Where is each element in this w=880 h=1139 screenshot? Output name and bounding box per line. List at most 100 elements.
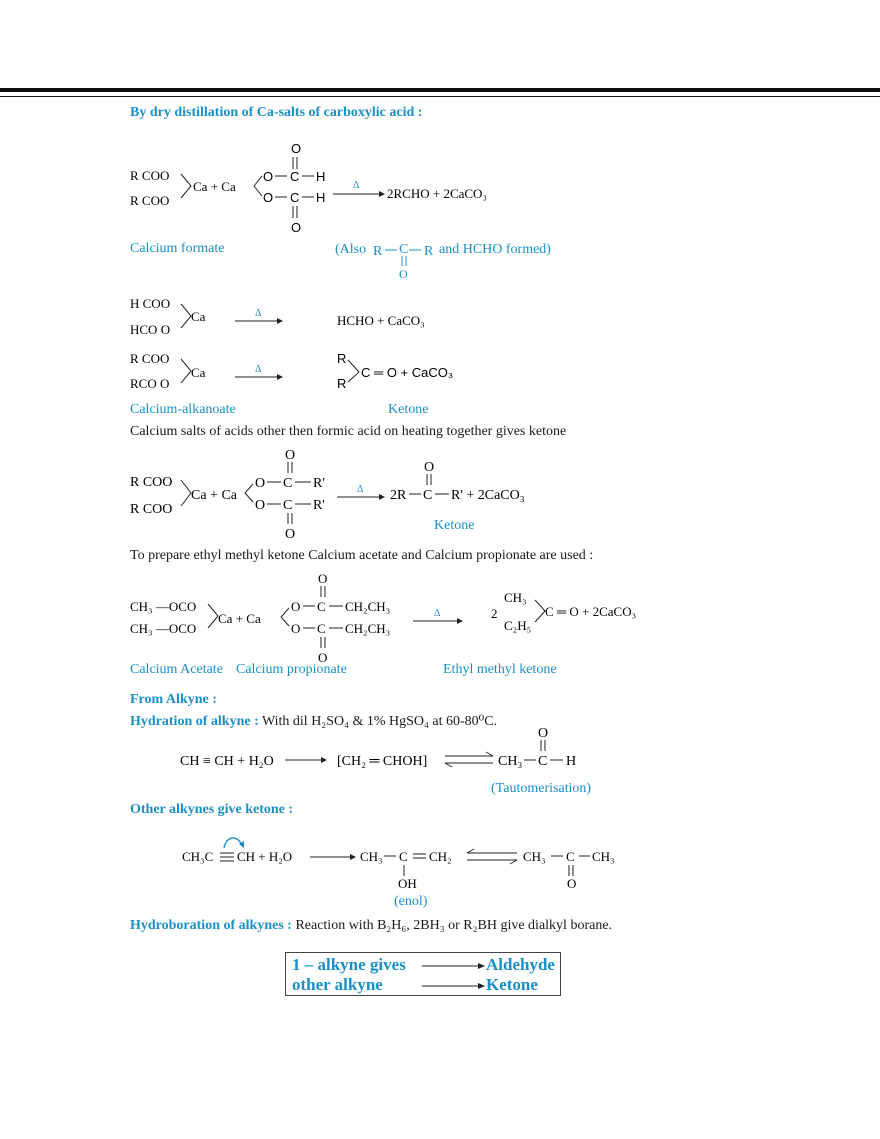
also-o: O <box>399 267 408 280</box>
r4-prod-2r: 2R <box>390 488 407 503</box>
section-heading-from-alkyne: From Alkyne : <box>130 692 217 707</box>
r4-rp2: R' <box>313 498 325 513</box>
r3-top: R COO <box>130 351 169 366</box>
header-rule-thick <box>0 88 880 92</box>
r3-ca: Ca <box>191 365 206 380</box>
also-r1: R <box>373 244 383 259</box>
eq1-intermediate: [CH₂ ═ CHOH] <box>337 754 427 769</box>
r3-r-top: R <box>337 351 346 366</box>
also-r2: R <box>424 244 434 259</box>
r5-o-top: O <box>318 571 327 586</box>
r4-prod-c: C <box>423 488 432 503</box>
hydration-line: Hydration of alkyne : With dil H₂SO₄ & 1… <box>130 713 497 730</box>
r1-top: R COO <box>130 168 169 183</box>
label-calcium-formate: Calcium formate <box>130 241 225 256</box>
r4-o2: O <box>255 498 265 513</box>
r4-delta: Δ <box>357 484 364 495</box>
r1-delta: Δ <box>353 180 360 191</box>
section-heading-other-alkynes: Other alkynes give ketone : <box>130 802 294 817</box>
eq2-mid-oh: OH <box>398 876 417 891</box>
r4-o-top: O <box>285 448 295 463</box>
eq2-reactant-a: CH₃C <box>182 849 213 864</box>
r4-c1: C <box>283 476 292 491</box>
r4-o1: O <box>255 476 265 491</box>
hydration-text: With dil H₂SO₄ & 1% HgSO₄ at 60-80⁰C. <box>261 714 498 729</box>
r4-top: R COO <box>130 475 172 490</box>
box-line2-left: other alkyne <box>292 975 383 994</box>
r2-bottom: HCO O <box>130 322 170 337</box>
r4-prod-rest: R' + 2CaCO₃ <box>451 488 525 503</box>
eq1-h: H <box>566 754 576 769</box>
eq2-reactant-b: CH + H₂O <box>237 849 292 864</box>
label-calcium-acetate: Calcium Acetate <box>130 662 223 677</box>
eq1-ch3: CH₃ <box>498 754 522 769</box>
reaction-hcho: H COO HCO O Ca Δ HCHO + CaCO₃ <box>130 296 425 337</box>
eq1-o: O <box>538 726 548 741</box>
r1-o2: O <box>263 190 273 205</box>
label-ketone-2: Ketone <box>434 518 475 533</box>
r1-o-top: O <box>291 141 301 156</box>
arrow-right-icon <box>422 963 485 969</box>
r5-c2: C <box>317 621 326 636</box>
r3-product: C ═ O + CaCO₃ <box>361 365 453 380</box>
also-suffix: and HCHO formed) <box>439 242 551 257</box>
r5-o1: O <box>291 599 300 614</box>
r4-prod-o: O <box>424 460 434 475</box>
electron-arrow-icon <box>223 837 243 849</box>
eq2-prod-ch3b: CH₃ <box>592 849 615 864</box>
r4-c2: C <box>283 498 292 513</box>
hydroboration-text: Reaction with B₂H₆, 2BH₃ or R₂BH give di… <box>295 918 613 933</box>
r1-c2: C <box>290 190 299 205</box>
label-enol: (enol) <box>394 894 428 909</box>
also-prefix: (Also <box>335 242 366 257</box>
eq2-mid-ch2: CH₂ <box>429 849 452 864</box>
r1-o-bot: O <box>291 220 301 235</box>
r5-o-bot: O <box>318 650 327 665</box>
eq2-prod-c: C <box>566 849 575 864</box>
r5-c2h5: C₂H₅ <box>504 618 531 633</box>
sentence-ethyl-methyl-ketone: To prepare ethyl methyl ketone Calcium a… <box>130 548 594 563</box>
header-rule-thin <box>0 96 880 97</box>
r5-top: CH₃ —OCO <box>130 599 196 614</box>
also-ketone-formed: (Also R C R O and HCHO formed) <box>335 242 551 280</box>
r1-o1: O <box>263 169 273 184</box>
reaction-ketone-caco3: R COO RCO O Ca Δ R R C ═ O + CaCO₃ <box>130 351 453 391</box>
eq1-c: C <box>538 754 547 769</box>
eq2-mid-c: C <box>399 849 408 864</box>
r5-ch3: CH₃ <box>504 590 527 605</box>
label-ketone-1: Ketone <box>388 402 429 417</box>
equation-other-alkynes: CH₃C CH + H₂O CH₃ C CH₂ OH CH₃ C CH₃ O <box>182 837 615 891</box>
label-ethyl-methyl-ketone: Ethyl methyl ketone <box>443 662 557 677</box>
r2-delta: Δ <box>255 308 262 319</box>
r1-h1: H <box>316 169 325 184</box>
r3-bottom: RCO O <box>130 376 169 391</box>
r4-bottom: R COO <box>130 502 172 517</box>
also-c: C <box>399 242 408 257</box>
box-line2-right: Ketone <box>486 975 538 994</box>
summary-box: 1 – alkyne gives Aldehyde other alkyne K… <box>285 952 561 996</box>
eq1-reactant: CH ≡ CH + H₂O <box>180 754 274 769</box>
r3-delta: Δ <box>255 364 262 375</box>
box-line1-right: Aldehyde <box>486 955 555 974</box>
r5-delta: Δ <box>434 608 441 619</box>
hydroboration-label: Hydroboration of alkynes : <box>130 918 292 933</box>
reaction-ketone-general: R COO R COO Ca + Ca O O C R' O C R' O Δ … <box>130 448 525 542</box>
r5-two: 2 <box>491 606 498 621</box>
r3-r-bot: R <box>337 376 346 391</box>
eq2-prod-o: O <box>567 876 576 891</box>
section-heading-dry-distillation: By dry distillation of Ca-salts of carbo… <box>130 105 423 120</box>
box-line1-left: 1 – alkyne gives <box>292 955 406 974</box>
r1-bottom: R COO <box>130 193 169 208</box>
reaction-ethyl-methyl-ketone: CH₃ —OCO CH₃ —OCO Ca + Ca O O C CH₂CH₃ O… <box>130 571 636 665</box>
eq2-mid-ch3: CH₃ <box>360 849 383 864</box>
r5-o2: O <box>291 621 300 636</box>
label-tautomerisation: (Tautomerisation) <box>491 781 592 796</box>
r2-ca: Ca <box>191 309 206 324</box>
r1-ca: Ca + Ca <box>193 179 236 194</box>
eq2-prod-ch3a: CH₃ <box>523 849 546 864</box>
arrow-right-icon <box>422 983 485 989</box>
equation-acetylene-hydration: CH ≡ CH + H₂O [CH₂ ═ CHOH] CH₃ C H O <box>180 726 576 769</box>
r2-product: HCHO + CaCO₃ <box>337 313 425 328</box>
r5-c1: C <box>317 599 326 614</box>
r2-top: H COO <box>130 296 170 311</box>
